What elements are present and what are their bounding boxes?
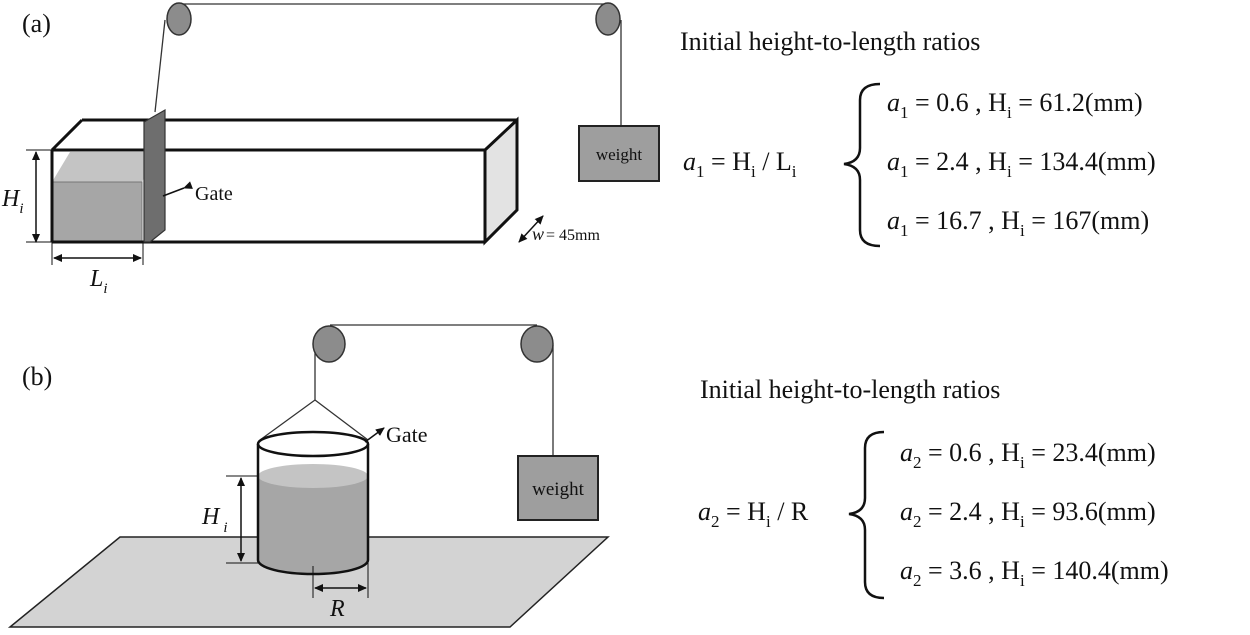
rope-sling [259,399,316,441]
rope-to-gate [154,19,166,113]
floor-plate [7,536,610,628]
panel-a: (a) weight Gate Hi Li [1,2,1156,297]
water-surface [258,464,368,488]
ratios-title-a: Initial height-to-length ratios [680,27,980,56]
definition-b: a2 = Hi / R [698,497,809,531]
case-a-1: a1 = 0.6 , Hi = 61.2(mm) [887,88,1143,122]
height-symbol: Hi [1,186,24,217]
gate-label: Gate [386,422,428,447]
pulley-right [595,2,621,36]
panel-b-label: (b) [22,362,52,391]
gate-label: Gate [195,183,233,205]
ratios-title-b: Initial height-to-length ratios [700,375,1000,404]
case-a-3: a1 = 16.7 , Hi = 167(mm) [887,206,1149,240]
case-b-2: a2 = 2.4 , Hi = 93.6(mm) [900,497,1156,531]
water-block [51,181,143,243]
case-b-1: a2 = 0.6 , Hi = 23.4(mm) [900,438,1156,472]
water-top-face [52,152,158,182]
cylinder-top-rim [256,430,370,458]
case-b-3: a2 = 3.6 , Hi = 140.4(mm) [900,556,1169,590]
panel-a-label: (a) [22,9,51,38]
channel-end-face [483,116,519,246]
weight-label: weight [532,479,584,500]
case-a-2: a1 = 2.4 , Hi = 134.4(mm) [887,147,1156,181]
pulley-right [520,325,554,363]
pulley-left [166,2,192,36]
gate [143,108,166,243]
weight-box [578,125,660,182]
brace-a [843,82,881,248]
channel-edge [50,118,84,152]
weight-label: weight [596,145,643,164]
water-column [258,476,368,574]
weight-box [517,455,599,521]
gate-arrow [162,181,193,197]
brace-b [848,430,885,600]
definition-a: a1 = Hi / Li [683,147,797,181]
width-dimension [518,215,544,243]
width-label: w= 45mm [532,224,600,244]
radius-symbol: R [329,596,345,622]
pulley-left [312,325,346,363]
gate-arrow [364,427,385,443]
rope-sling [314,399,369,441]
length-symbol: Li [89,266,108,297]
